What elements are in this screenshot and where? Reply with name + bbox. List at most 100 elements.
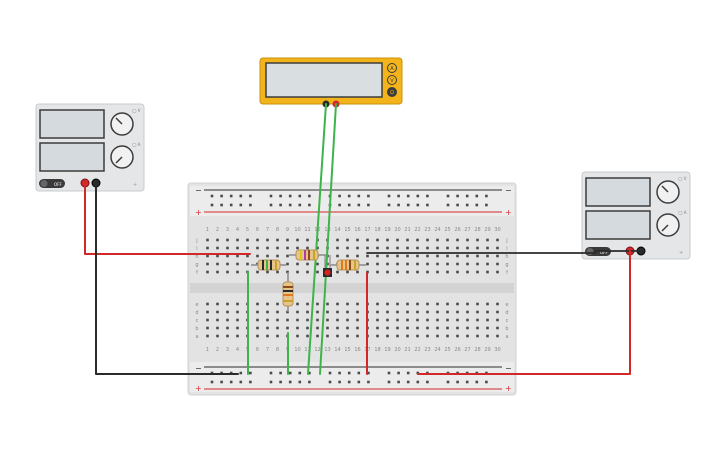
rail-hole[interactable]	[279, 194, 282, 198]
multimeter-mode-amps-button[interactable]: A	[387, 63, 397, 73]
hole-b8[interactable]	[276, 326, 279, 330]
hole-g4[interactable]	[236, 262, 239, 266]
multimeter-mode-volts-button[interactable]: V	[387, 75, 397, 85]
hole-b13[interactable]	[326, 326, 329, 330]
hole-j5[interactable]	[246, 238, 249, 242]
rail-hole[interactable]	[357, 194, 361, 198]
hole-i8[interactable]	[276, 246, 279, 250]
hole-j17[interactable]	[366, 238, 369, 242]
rail-hole[interactable]	[249, 194, 252, 198]
hole-g25[interactable]	[446, 262, 449, 266]
hole-a29[interactable]	[486, 334, 489, 338]
hole-i26[interactable]	[456, 246, 459, 250]
resistor-4[interactable]	[282, 272, 294, 312]
hole-i12[interactable]	[316, 246, 319, 250]
hole-f14[interactable]	[336, 270, 339, 274]
rail-hole[interactable]	[416, 203, 420, 207]
rail-hole[interactable]	[308, 371, 311, 375]
hole-b28[interactable]	[476, 326, 479, 330]
hole-e19[interactable]	[386, 302, 389, 306]
rail-hole[interactable]	[298, 371, 302, 375]
resistor-2[interactable]	[289, 249, 326, 261]
hole-a28[interactable]	[476, 334, 479, 338]
rail-hole[interactable]	[446, 380, 450, 384]
hole-c4[interactable]	[236, 318, 239, 322]
hole-j10[interactable]	[296, 238, 299, 242]
hole-g27[interactable]	[466, 262, 469, 266]
hole-a4[interactable]	[236, 334, 239, 338]
hole-h30[interactable]	[496, 254, 499, 258]
rail-hole[interactable]	[406, 380, 410, 384]
rail-hole[interactable]	[387, 371, 391, 375]
hole-b2[interactable]	[216, 326, 219, 330]
hole-a23[interactable]	[426, 334, 429, 338]
hole-b23[interactable]	[426, 326, 429, 330]
hole-i6[interactable]	[256, 246, 259, 250]
hole-j6[interactable]	[256, 238, 259, 242]
hole-h25[interactable]	[446, 254, 449, 258]
hole-c26[interactable]	[456, 318, 459, 322]
hole-c25[interactable]	[446, 318, 449, 322]
rail-hole[interactable]	[426, 194, 429, 198]
hole-d27[interactable]	[466, 310, 469, 314]
rail-hole[interactable]	[269, 194, 273, 198]
hole-c15[interactable]	[346, 318, 349, 322]
rail-hole[interactable]	[367, 371, 370, 375]
rail-hole[interactable]	[288, 371, 292, 375]
hole-g12[interactable]	[316, 262, 319, 266]
hole-g24[interactable]	[436, 262, 439, 266]
hole-h26[interactable]	[456, 254, 459, 258]
hole-a11[interactable]	[306, 334, 309, 338]
rail-hole[interactable]	[328, 380, 332, 384]
hole-i15[interactable]	[346, 246, 349, 250]
hole-a3[interactable]	[226, 334, 229, 338]
rail-hole[interactable]	[456, 203, 459, 207]
hole-e12[interactable]	[316, 302, 319, 306]
hole-d22[interactable]	[416, 310, 419, 314]
hole-a13[interactable]	[326, 334, 329, 338]
hole-e23[interactable]	[426, 302, 429, 306]
hole-c3[interactable]	[226, 318, 229, 322]
hole-b30[interactable]	[496, 326, 499, 330]
hole-i4[interactable]	[236, 246, 239, 250]
hole-d13[interactable]	[326, 310, 329, 314]
hole-f8[interactable]	[276, 270, 279, 274]
hole-h22[interactable]	[416, 254, 419, 258]
wire-red-right-supply[interactable]	[417, 250, 631, 375]
hole-i20[interactable]	[396, 246, 399, 250]
rail-hole[interactable]	[220, 203, 223, 207]
hole-j22[interactable]	[416, 238, 419, 242]
hole-j28[interactable]	[476, 238, 479, 242]
hole-f6[interactable]	[256, 270, 259, 274]
hole-j9[interactable]	[286, 238, 289, 242]
rail-hole[interactable]	[308, 380, 311, 384]
hole-j4[interactable]	[236, 238, 239, 242]
hole-i11[interactable]	[306, 246, 309, 250]
hole-a24[interactable]	[436, 334, 439, 338]
hole-j2[interactable]	[216, 238, 219, 242]
hole-f15[interactable]	[346, 270, 349, 274]
hole-d30[interactable]	[496, 310, 499, 314]
hole-b9[interactable]	[286, 326, 289, 330]
rail-hole[interactable]	[279, 371, 282, 375]
hole-e11[interactable]	[306, 302, 309, 306]
hole-b18[interactable]	[376, 326, 379, 330]
hole-j24[interactable]	[436, 238, 439, 242]
hole-g9[interactable]	[286, 262, 289, 266]
hole-h16[interactable]	[356, 254, 359, 258]
hole-e16[interactable]	[356, 302, 359, 306]
hole-a18[interactable]	[376, 334, 379, 338]
hole-d16[interactable]	[356, 310, 359, 314]
rail-hole[interactable]	[475, 380, 479, 384]
rail-hole[interactable]	[446, 194, 450, 198]
hole-i27[interactable]	[466, 246, 469, 250]
hole-g19[interactable]	[386, 262, 389, 266]
rail-hole[interactable]	[239, 203, 243, 207]
hole-g3[interactable]	[226, 262, 229, 266]
hole-h28[interactable]	[476, 254, 479, 258]
rail-hole[interactable]	[406, 194, 410, 198]
hole-c22[interactable]	[416, 318, 419, 322]
hole-c8[interactable]	[276, 318, 279, 322]
hole-g30[interactable]	[496, 262, 499, 266]
hole-j23[interactable]	[426, 238, 429, 242]
